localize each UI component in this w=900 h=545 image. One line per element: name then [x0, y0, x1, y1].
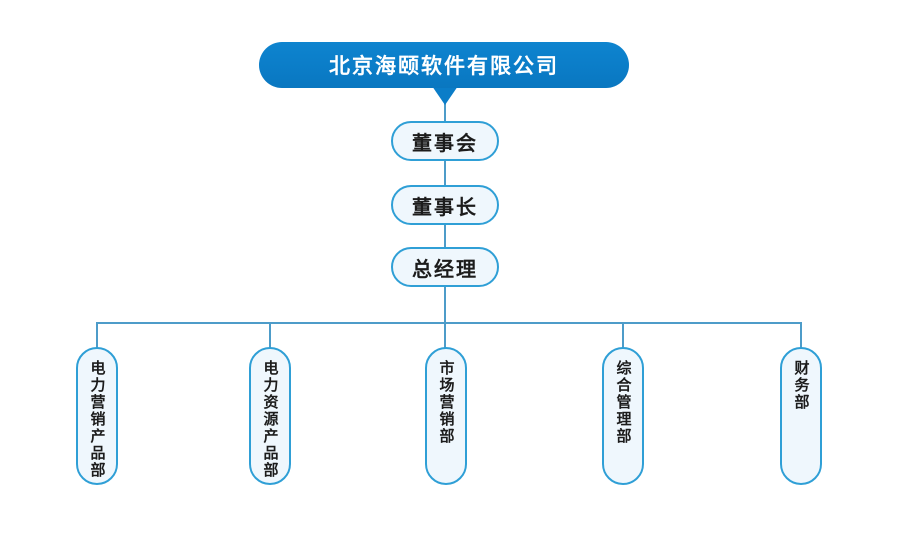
connector-line — [800, 322, 802, 348]
chain-node-board: 董事会 — [391, 121, 499, 161]
dept-node-label: 电力营销产品部 — [88, 360, 106, 479]
connector-line — [444, 103, 446, 122]
dept-node-label: 电力资源产品部 — [261, 360, 279, 479]
chain-node-chairman: 董事长 — [391, 185, 499, 225]
dept-node-label: 市场营销部 — [437, 360, 455, 445]
dept-node-general-management: 综合管理部 — [602, 347, 644, 485]
chain-node-general-manager: 总经理 — [391, 247, 499, 287]
dept-node-power-resource-products: 电力资源产品部 — [249, 347, 291, 485]
dept-node-label: 财务部 — [792, 360, 810, 411]
dept-node-power-marketing-products: 电力营销产品部 — [76, 347, 118, 485]
dept-node-label: 综合管理部 — [614, 360, 632, 445]
connector-line — [444, 224, 446, 248]
chain-node-label: 总经理 — [412, 258, 478, 281]
connector-line — [96, 322, 802, 324]
connector-line — [444, 160, 446, 186]
dept-node-finance: 财务部 — [780, 347, 822, 485]
connector-line — [96, 322, 98, 348]
company-root-label: 北京海颐软件有限公司 — [329, 55, 559, 78]
chain-node-label: 董事长 — [412, 196, 478, 219]
connector-line — [622, 322, 624, 348]
dept-node-marketing: 市场营销部 — [425, 347, 467, 485]
chain-node-label: 董事会 — [412, 132, 478, 155]
connector-line — [269, 322, 271, 348]
connector-line — [444, 286, 446, 348]
company-root-node: 北京海颐软件有限公司 — [259, 42, 629, 88]
root-pointer-arrow-icon — [432, 86, 458, 105]
